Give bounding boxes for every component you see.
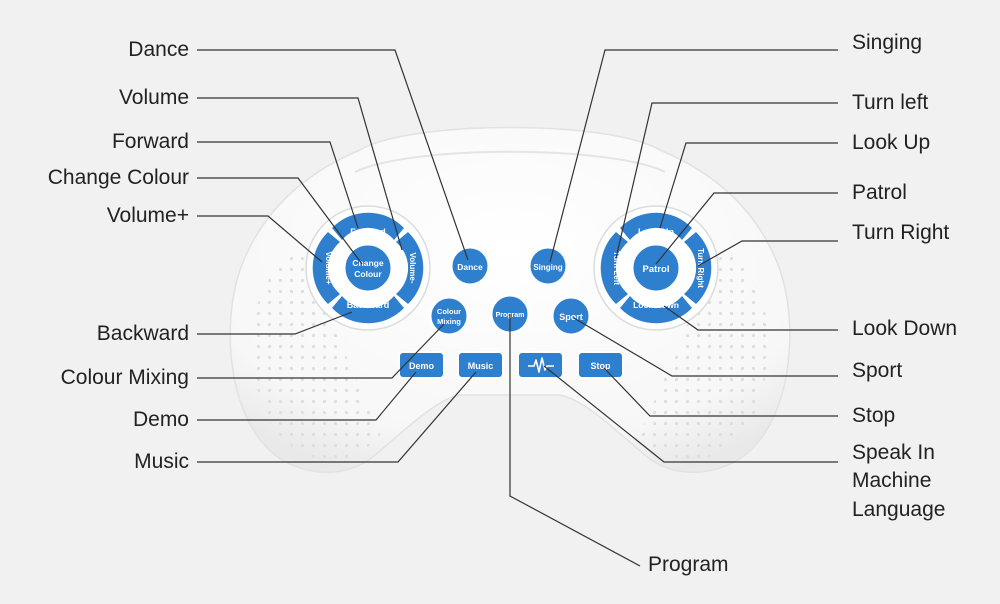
backward-label: Backward [347,300,390,310]
label-music: Music [134,450,189,473]
look-down-button[interactable]: Look Down [620,296,692,324]
demo-label: Demo [409,361,435,371]
waveform-icon [528,357,554,373]
stop-button[interactable]: Stop [577,351,624,379]
music-button[interactable]: Music [457,351,504,379]
leader-lines [197,49,838,567]
label-demo: Demo [132,408,189,431]
label-speak-line-1: Speak In [852,441,935,464]
sport-label: Sport [559,312,583,322]
label-speak-line-3: Language [852,498,946,521]
leader-demo [197,371,417,421]
label-volume-plus: Volume+ [106,204,189,227]
dance-button[interactable]: Dance [449,245,491,287]
colour-mixing-label-1: Colour [437,307,461,316]
label-forward: Forward [111,130,189,153]
label-backward: Backward [96,322,189,345]
stop-label: Stop [591,361,611,371]
label-change-colour: Change Colour [47,166,189,189]
label-singing: Singing [852,31,923,54]
leader-music [197,371,477,463]
leader-patrol [655,192,838,265]
speak-machine-language-button[interactable] [517,351,564,379]
leader-look-up [659,142,838,229]
leader-stop [603,367,838,417]
volume-plus-button[interactable]: Volume+ [312,232,340,304]
music-label: Music [468,361,494,371]
label-stop: Stop [852,404,896,427]
leader-program [509,314,641,567]
dance-label: Dance [457,262,483,272]
backward-button[interactable]: Backward [332,296,404,324]
leader-turn-left [615,102,838,259]
patrol-button[interactable]: Patrol [630,242,682,294]
label-patrol: Patrol [852,181,907,204]
patrol-label: Patrol [643,264,670,275]
leader-volume-plus [197,215,323,263]
leader-speak [543,365,838,463]
turn-left-label: Turn Left [612,251,621,285]
label-turn-left: Turn left [852,91,929,114]
label-program: Program [648,553,729,576]
leader-backward [197,311,353,335]
leader-turn-right [697,240,838,267]
label-turn-right: Turn Right [852,221,950,244]
leader-dance [197,49,469,261]
forward-label: Forward [350,227,386,237]
leader-sport [573,317,838,377]
label-look-down: Look Down [852,317,958,340]
look-down-label: Look Down [633,300,679,310]
turn-right-button[interactable]: Turn Right [684,232,712,304]
leader-volume [197,97,403,251]
look-up-button[interactable]: Look Up [620,212,692,240]
singing-label: Singing [533,263,562,272]
change-colour-button[interactable]: Change Colour [342,242,394,294]
leader-singing [549,49,838,263]
leader-forward [197,141,359,229]
label-volume: Volume [118,86,189,109]
label-colour-mixing: Colour Mixing [60,366,189,389]
turn-left-button[interactable]: Turn Left [600,232,628,304]
volume-minus-label: Volume- [408,253,417,284]
leader-colour-mixing [197,323,445,379]
singing-button[interactable]: Singing [527,245,569,287]
change-colour-label-2: Colour [354,269,382,279]
volume-plus-label: Volume+ [324,252,333,285]
demo-button[interactable]: Demo [398,351,445,379]
look-up-label: Look Up [638,227,674,237]
forward-button[interactable]: Forward [332,212,404,240]
change-colour-label-1: Change [352,258,383,268]
colour-mixing-label-2: Mixing [437,317,461,326]
sport-button[interactable]: Sport [550,295,592,337]
leader-change-colour [197,177,363,265]
label-look-up: Look Up [852,131,931,154]
label-speak-line-2: Machine [852,469,932,492]
colour-mixing-button[interactable]: Colour Mixing [428,295,470,337]
turn-right-label: Turn Right [696,248,705,288]
volume-minus-button[interactable]: Volume- [396,232,424,304]
label-sport: Sport [852,359,903,382]
leader-look-down [663,305,838,331]
label-dance: Dance [128,38,189,61]
